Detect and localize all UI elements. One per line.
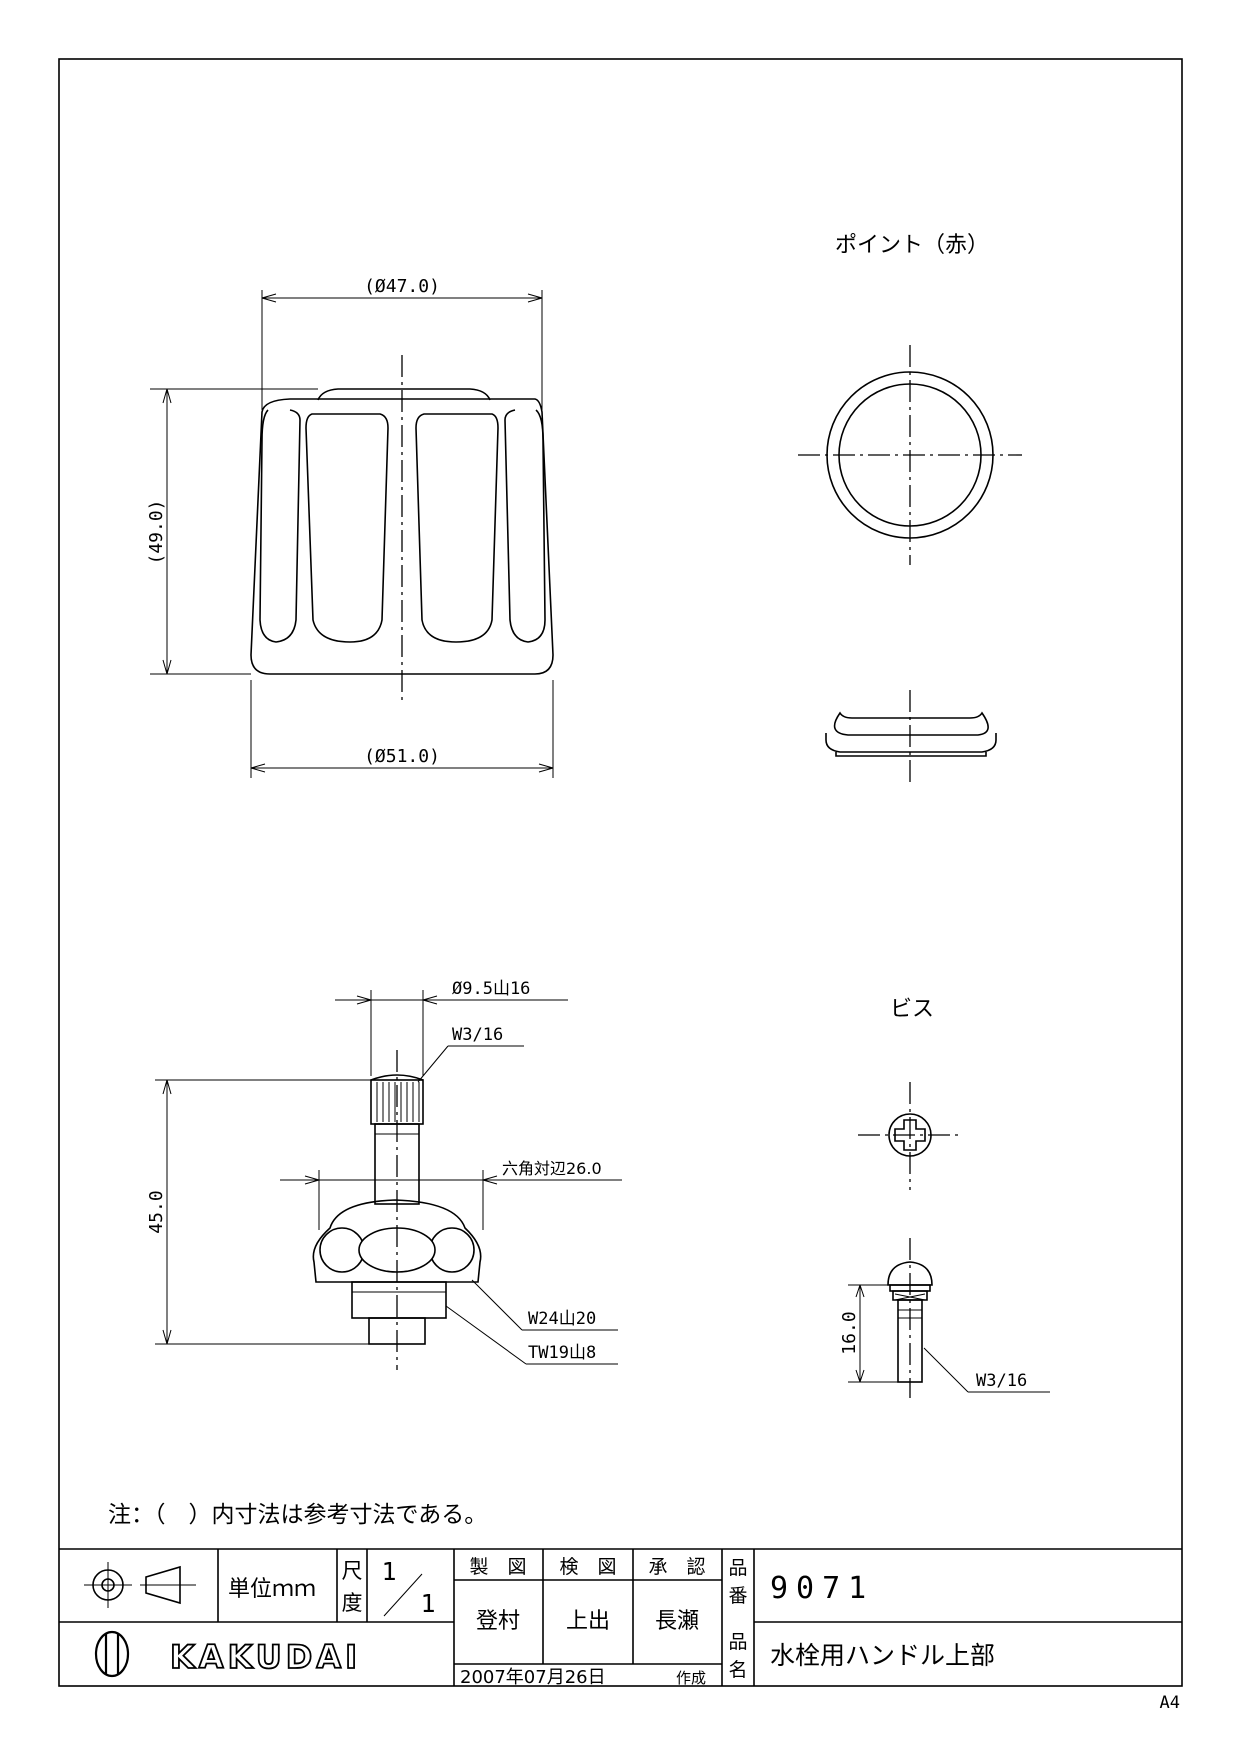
creation-suffix: 作成 (676, 1669, 706, 1687)
spindle-hex-label: 六角対辺26.0 (502, 1159, 602, 1178)
title-block: 単位ｍｍ 尺 度 1 1 製 図 検 図 承 認 登村 上出 長瀬 品 番 90… (59, 1548, 1182, 1688)
header-approved: 承 認 (648, 1556, 705, 1578)
spindle-view: Ø9.5山16 W3/16 六角対辺26.0 45.0 W24山20 TW19山… (146, 979, 622, 1370)
handle-view: (Ø47.0) (49.0) (Ø51.0) (146, 276, 554, 778)
reference-note: 注：（ ）内寸法は参考寸法である。 (108, 1502, 487, 1528)
spindle-tw19-label: TW19山8 (528, 1343, 596, 1363)
unit-label: 単位ｍｍ (228, 1577, 316, 1602)
checker-name: 上出 (566, 1609, 610, 1634)
part-name: 水栓用ハンドル上部 (770, 1641, 995, 1670)
drafter-name: 登村 (476, 1609, 520, 1634)
creation-date: 2007年07月26日 (460, 1667, 606, 1688)
sheet-frame (58, 58, 1183, 1687)
point-cap-view: ポイント（赤） (798, 233, 1022, 786)
scale-denominator: 1 (420, 1589, 435, 1618)
part-no-label-top: 品 (728, 1557, 747, 1579)
screw-view: ビス 16.0 W3/16 (839, 997, 1050, 1398)
screw-thread-label: W3/16 (976, 1371, 1027, 1391)
company-name: KAKUDAI (170, 1638, 361, 1676)
part-name-label-bottom: 名 (728, 1659, 747, 1681)
paper-size-label: A4 (1160, 1693, 1180, 1713)
part-number: 9071 (770, 1571, 874, 1606)
screw-length-label: 16.0 (839, 1311, 860, 1354)
header-checked: 検 図 (559, 1556, 616, 1578)
part-no-label-bottom: 番 (728, 1585, 747, 1607)
scale-label-top: 尺 (342, 1559, 363, 1583)
spindle-height-label: 45.0 (146, 1190, 167, 1233)
handle-top-diameter-label: (Ø47.0) (364, 276, 440, 297)
approver-name: 長瀬 (655, 1609, 699, 1634)
scale-numerator: 1 (381, 1557, 396, 1586)
spindle-thread-top-label: Ø9.5山16 (452, 979, 530, 999)
part-name-label-top: 品 (728, 1631, 747, 1653)
spindle-w24-label: W24山20 (528, 1309, 596, 1329)
handle-height-label: (49.0) (146, 499, 167, 564)
kakudai-logo: KAKUDAI (94, 1630, 361, 1678)
handle-bottom-diameter-label: (Ø51.0) (364, 746, 440, 767)
screw-title: ビス (890, 997, 934, 1022)
third-angle-projection-icon (84, 1562, 196, 1608)
spindle-screw-label: W3/16 (452, 1025, 503, 1045)
scale-label-bottom: 度 (342, 1591, 363, 1615)
point-cap-title: ポイント（赤） (835, 233, 989, 258)
header-drawn: 製 図 (469, 1556, 526, 1578)
